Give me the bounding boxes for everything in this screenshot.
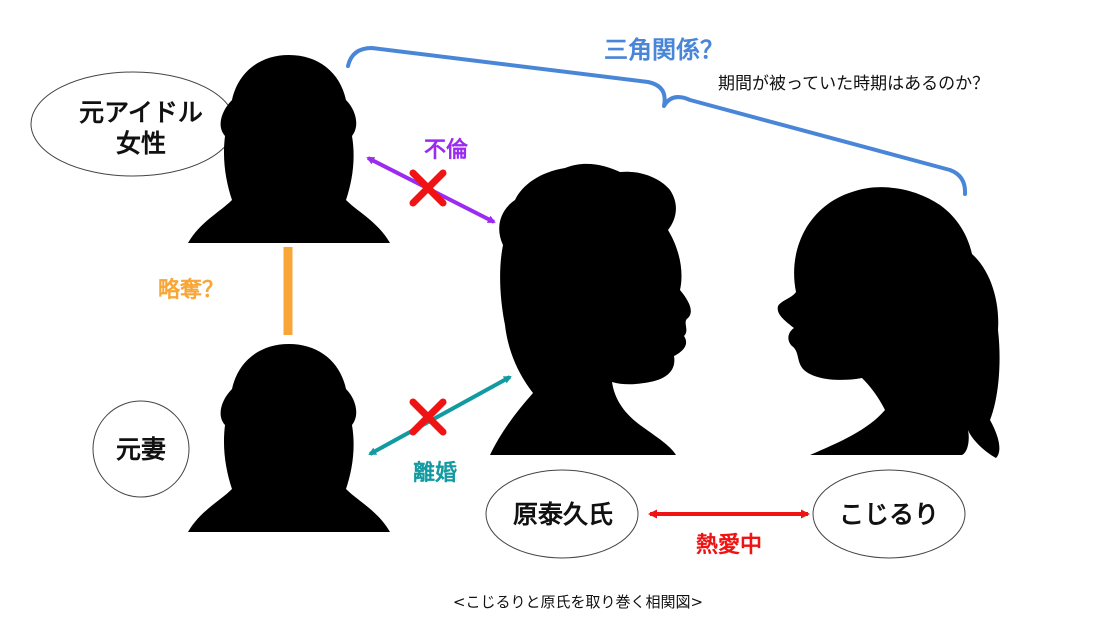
triangle-bracket bbox=[346, 46, 968, 196]
kojiruri-label: こじるり bbox=[839, 500, 939, 529]
cross-mark-icon bbox=[409, 398, 447, 436]
affair-label: 不倫 bbox=[424, 137, 469, 163]
woman-silhouette-icon bbox=[188, 55, 390, 243]
triangle-note: 期間が被っていた時期はあるのか？ bbox=[718, 74, 989, 94]
woman-profile-ponytail-silhouette-icon bbox=[777, 187, 1000, 458]
diagram-caption: <こじるりと原氏を取り巻く相関図> bbox=[453, 593, 703, 611]
former-idol-label-line1: 元アイドル bbox=[79, 98, 203, 127]
ex-wife-label: 元妻 bbox=[116, 435, 166, 464]
hara-ellipse bbox=[485, 469, 639, 559]
ex-wife-circle bbox=[92, 400, 190, 498]
cross-mark-icon bbox=[409, 169, 447, 207]
divorce-label: 離婚 bbox=[413, 460, 457, 486]
former-idol-label-line2: 女性 bbox=[116, 129, 166, 158]
woman-silhouette-icon bbox=[188, 344, 390, 532]
divorce-arrow bbox=[368, 375, 512, 456]
kojiruri-ellipse bbox=[812, 469, 966, 559]
triangle-label: 三角関係？ bbox=[604, 36, 724, 64]
man-profile-silhouette-icon bbox=[490, 163, 691, 456]
hara-label: 原泰久氏 bbox=[513, 500, 613, 529]
stolen-label: 略奪？ bbox=[158, 277, 224, 303]
love-label: 熱愛中 bbox=[696, 532, 762, 558]
